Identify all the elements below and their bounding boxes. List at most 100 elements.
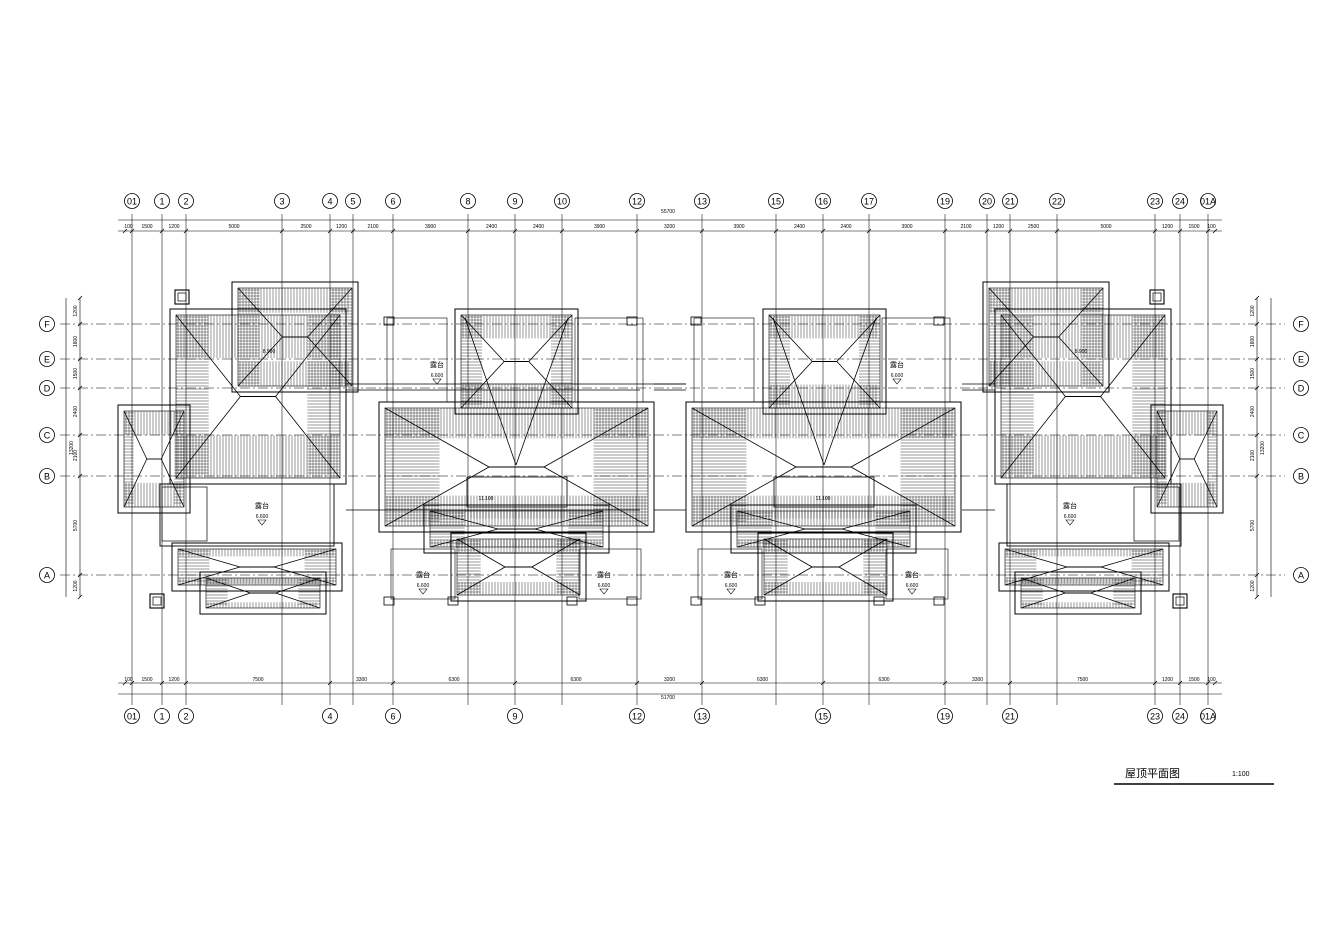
hip-ridge xyxy=(528,314,573,362)
dimension-tick xyxy=(1054,228,1060,234)
hip-ridge xyxy=(275,396,341,479)
dimension-value: 5000 xyxy=(228,224,239,230)
hip-ridge xyxy=(691,407,797,468)
corner-column-inner xyxy=(1152,292,1162,302)
hip-ridge xyxy=(763,566,813,596)
axis-label: F xyxy=(44,320,50,330)
axis-label: D xyxy=(1298,384,1305,394)
axis-label: 21 xyxy=(1005,712,1015,722)
hip-ridge xyxy=(836,361,881,409)
column-post xyxy=(873,596,885,606)
axis-bubble xyxy=(154,708,170,724)
axis-bubble xyxy=(39,380,55,396)
roof-right-rear xyxy=(982,281,1110,393)
dimension-tick xyxy=(512,680,518,686)
dimension-tick xyxy=(122,680,128,686)
axis-label: 9 xyxy=(512,197,517,207)
roof-mid-porch-1 xyxy=(757,532,894,602)
hip-ridge xyxy=(736,528,806,548)
dimension-tick xyxy=(77,356,83,362)
dimension-tick xyxy=(1254,572,1260,578)
dimension-value: 2100 xyxy=(960,224,971,230)
upper-elevation: 8.900 xyxy=(1075,349,1088,355)
hip-ridge xyxy=(237,336,283,387)
plan-labels: 露台6.600露台6.600露台6.600露台6.600露台6.600露台6.6… xyxy=(255,349,1088,595)
axis-label: C xyxy=(1298,431,1305,441)
dimension-tick xyxy=(183,228,189,234)
roof-outline xyxy=(762,308,887,415)
roof-right-front xyxy=(998,542,1170,592)
dimension-tick xyxy=(327,228,333,234)
hip-ridge xyxy=(1090,577,1136,594)
hip-ridge xyxy=(384,407,490,468)
roof-right-side xyxy=(1150,404,1224,514)
hip-ridge xyxy=(237,287,283,338)
dimension-total: 13200 xyxy=(1260,441,1266,455)
dimension-value: 5000 xyxy=(1100,224,1111,230)
axis-bubble xyxy=(979,193,995,209)
hip-ridge xyxy=(275,314,341,397)
axis-bubble xyxy=(1002,708,1018,724)
terrace-mid-rear-right-1 xyxy=(881,317,951,403)
dimension-tick xyxy=(77,321,83,327)
dimension-value: 1500 xyxy=(1250,368,1256,379)
axis-bubble xyxy=(815,708,831,724)
corner-column xyxy=(174,289,190,305)
hip-ridge xyxy=(205,577,251,594)
axis-bubble xyxy=(507,193,523,209)
roof-eave-line xyxy=(1004,548,1164,586)
hip-ridge xyxy=(988,336,1034,387)
dimension-tick xyxy=(1205,228,1211,234)
axis-bubble xyxy=(768,193,784,209)
roof-right-porch xyxy=(1014,571,1142,615)
dimension-value: 2400 xyxy=(533,224,544,230)
terrace-elevation: 6.600 xyxy=(598,583,611,589)
dimension-value: 1200 xyxy=(168,677,179,683)
column-post xyxy=(690,596,702,606)
dimension-tick xyxy=(1212,680,1218,686)
axis-bubble xyxy=(178,708,194,724)
column-post xyxy=(566,596,578,606)
dimension-tick xyxy=(1205,680,1211,686)
hip-ridge xyxy=(838,566,888,596)
hip-ridge xyxy=(841,510,911,530)
terrace-label: 露台 xyxy=(724,570,738,579)
dimension-tick xyxy=(183,680,189,686)
axis-label: 01 xyxy=(127,197,137,207)
roof-outline xyxy=(1014,571,1142,615)
axis-label: E xyxy=(1298,355,1304,365)
terrace-elevation: 6.600 xyxy=(431,373,444,379)
dimension-tick xyxy=(634,680,640,686)
hip-ridge xyxy=(531,538,581,568)
axis-label: 24 xyxy=(1175,197,1185,207)
dimension-tick xyxy=(1007,680,1013,686)
terrace-label: 露台 xyxy=(1063,501,1077,510)
axis-bubble xyxy=(322,193,338,209)
roof-eave-line xyxy=(988,287,1104,387)
corner-column xyxy=(149,593,165,609)
terrace-elevation: 6.600 xyxy=(256,514,269,520)
axis-label: D xyxy=(44,384,51,394)
elevation-marker xyxy=(257,519,267,526)
dimension-tick xyxy=(77,572,83,578)
dimension-tick xyxy=(699,228,705,234)
terrace-elevation: 6.600 xyxy=(906,583,919,589)
terrace-mid-front-right-0 xyxy=(578,548,642,600)
elevation-marker xyxy=(1065,519,1075,526)
roof-eave-line xyxy=(177,548,337,586)
axis-label: 23 xyxy=(1150,197,1160,207)
roof-eave-line xyxy=(736,510,911,548)
dimension-value: 1200 xyxy=(1250,580,1256,591)
roof-outline xyxy=(982,281,1110,393)
axis-label: 23 xyxy=(1150,712,1160,722)
axis-bubble xyxy=(39,316,55,332)
roof-eave-line xyxy=(237,287,353,387)
roof-eave-line xyxy=(456,538,581,596)
roof-mid-flat-0 xyxy=(466,476,568,508)
dimension-value: 3300 xyxy=(972,677,983,683)
axis-label: 2 xyxy=(183,712,188,722)
axis-bubble xyxy=(1293,351,1309,367)
roof-left-main xyxy=(169,308,347,485)
hip-ridge xyxy=(273,566,337,586)
axis-bubble xyxy=(385,193,401,209)
